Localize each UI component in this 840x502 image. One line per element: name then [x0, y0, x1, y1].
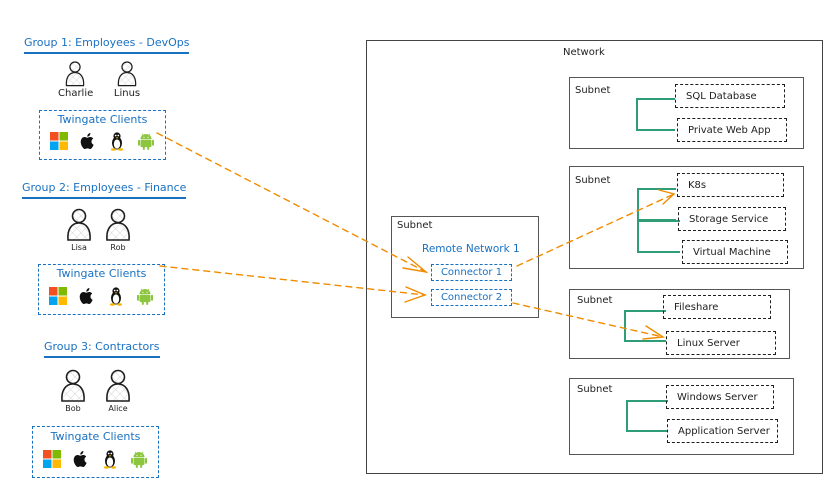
person-icon: [64, 207, 94, 243]
connector-2[interactable]: Connector 2: [431, 289, 512, 306]
subnet-4: [569, 378, 794, 455]
linux-icon: [107, 131, 127, 151]
apple-icon: [77, 286, 97, 306]
windows-icon: [48, 286, 68, 306]
person-icon: [103, 207, 133, 243]
person-icon: [63, 60, 87, 88]
resource-k8s[interactable]: K8s: [677, 173, 784, 197]
subnet-2-bracket-bottom: [637, 220, 680, 253]
person-icon: [115, 60, 139, 88]
subnet-label: Subnet: [577, 295, 613, 306]
twingate-clients-box: Twingate Clients: [38, 264, 165, 315]
person: Alice: [101, 368, 135, 413]
person: Rob: [101, 207, 135, 252]
person: Linus: [110, 60, 144, 99]
resource-virtual-machine[interactable]: Virtual Machine: [682, 240, 788, 264]
group-3-title: Group 3: Contractors: [44, 340, 160, 358]
subnet-label: Subnet: [397, 220, 433, 231]
person-name: Charlie: [58, 88, 94, 99]
resource-private-web-app[interactable]: Private Web App: [677, 118, 787, 142]
person-name: Linus: [113, 88, 141, 99]
android-icon: [129, 449, 149, 469]
resource-windows-server[interactable]: Windows Server: [666, 385, 774, 409]
os-icons: [39, 286, 164, 306]
apple-icon: [71, 449, 91, 469]
network-label: Network: [563, 47, 605, 58]
subnet-label: Subnet: [577, 384, 613, 395]
remote-network-label: Remote Network 1: [422, 243, 520, 255]
person: Bob: [56, 368, 90, 413]
twingate-clients-title: Twingate Clients: [50, 430, 141, 443]
apple-icon: [78, 131, 98, 151]
subnet-4-bracket: [626, 400, 668, 432]
resource-storage-service[interactable]: Storage Service: [678, 207, 786, 231]
android-icon: [135, 286, 155, 306]
group-1-title: Group 1: Employees - DevOps: [24, 36, 190, 54]
linux-icon: [106, 286, 126, 306]
linux-icon: [100, 449, 120, 469]
person-icon: [103, 368, 133, 404]
twingate-clients-title: Twingate Clients: [56, 267, 147, 280]
subnet-label: Subnet: [575, 85, 611, 96]
twingate-clients-box: Twingate Clients: [39, 110, 166, 160]
windows-icon: [49, 131, 69, 151]
connector-1[interactable]: Connector 1: [431, 264, 512, 281]
group-2-title: Group 2: Employees - Finance: [22, 181, 187, 199]
resource-sql-database[interactable]: SQL Database: [675, 84, 785, 108]
subnet-3-bracket: [624, 310, 666, 342]
person-name: Rob: [110, 243, 126, 252]
person-name: Alice: [108, 404, 128, 413]
twingate-clients-title: Twingate Clients: [57, 113, 148, 126]
resource-linux-server[interactable]: Linux Server: [666, 331, 776, 355]
person: Lisa: [62, 207, 96, 252]
person-name: Bob: [65, 404, 81, 413]
subnet-1: [569, 77, 804, 149]
subnet-2-bracket-top: [637, 188, 676, 221]
subnet-1-bracket: [636, 98, 675, 131]
person-name: Lisa: [71, 243, 87, 252]
twingate-clients-box: Twingate Clients: [32, 426, 159, 478]
resource-fileshare[interactable]: Fileshare: [663, 295, 771, 319]
android-icon: [136, 131, 156, 151]
resource-application-server[interactable]: Application Server: [667, 419, 778, 443]
person: Charlie: [58, 60, 94, 99]
windows-icon: [42, 449, 62, 469]
person-icon: [58, 368, 88, 404]
os-icons: [33, 449, 158, 469]
subnet-label: Subnet: [575, 175, 611, 186]
os-icons: [40, 131, 165, 151]
